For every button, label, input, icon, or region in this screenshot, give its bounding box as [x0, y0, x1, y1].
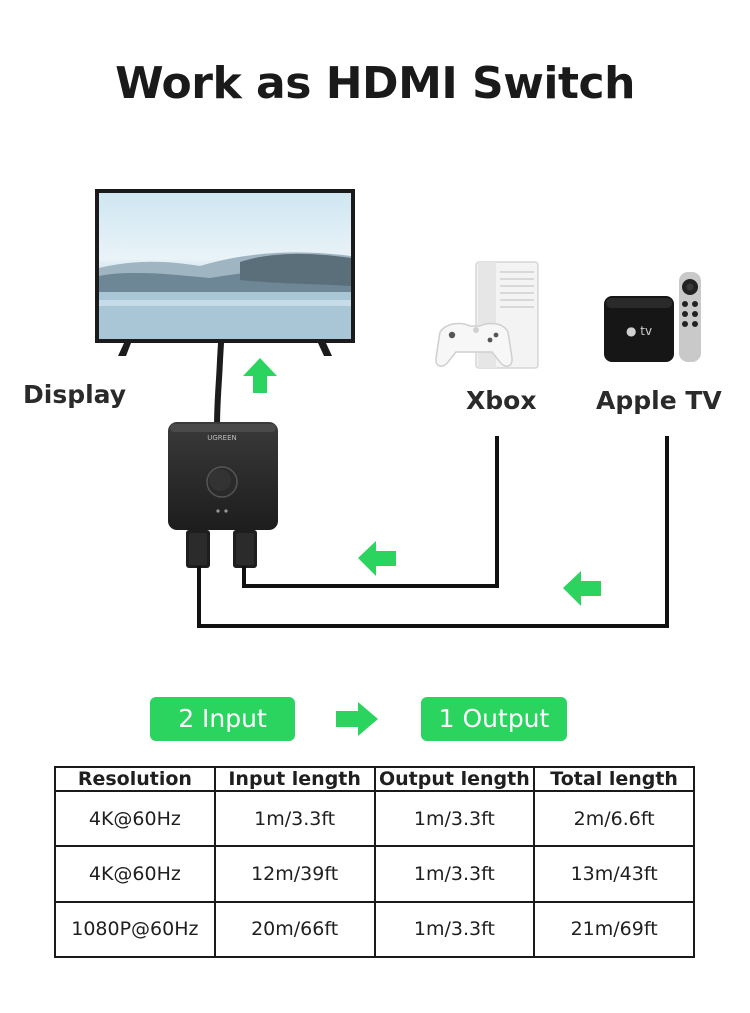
- cell-total-length: 21m/69ft: [533, 900, 695, 959]
- header-resolution: Resolution: [54, 766, 216, 792]
- header-input-length: Input length: [213, 766, 376, 792]
- apple-tv-label: Apple TV: [596, 386, 722, 415]
- cell-resolution: 4K@60Hz: [54, 845, 216, 903]
- cell-resolution: 1080P@60Hz: [54, 900, 216, 959]
- cell-output-length: 1m/3.3ft: [373, 900, 536, 959]
- svg-text:● tv: ● tv: [626, 324, 652, 338]
- hdmi-switch-icon: UGREEN: [168, 422, 278, 568]
- arrow-left-icon: [358, 541, 396, 576]
- cell-resolution: 4K@60Hz: [54, 789, 216, 848]
- cell-input-length: 1m/3.3ft: [213, 789, 376, 848]
- svg-text:UGREEN: UGREEN: [207, 434, 237, 442]
- apple-tv-icon: ● tv: [604, 272, 701, 362]
- page-title: Work as HDMI Switch: [115, 58, 635, 109]
- header-total-length: Total length: [533, 766, 695, 792]
- tv-display-icon: [95, 189, 355, 356]
- cell-output-length: 1m/3.3ft: [373, 789, 536, 848]
- table-row: 1080P@60Hz 20m/66ft 1m/3.3ft 21m/69ft: [54, 900, 695, 959]
- apple-tv-cable: [197, 436, 669, 628]
- cell-total-length: 13m/43ft: [533, 845, 695, 903]
- output-count-badge: 1 Output: [421, 697, 567, 741]
- xbox-icon: [435, 261, 539, 369]
- table-row: 4K@60Hz 12m/39ft 1m/3.3ft 13m/43ft: [54, 845, 695, 903]
- display-label: Display: [23, 380, 127, 409]
- xbox-label: Xbox: [466, 386, 537, 415]
- cell-output-length: 1m/3.3ft: [373, 845, 536, 903]
- arrow-up-icon: [243, 358, 277, 393]
- spec-table: Resolution Input length Output length To…: [54, 766, 695, 959]
- table-header-row: Resolution Input length Output length To…: [54, 766, 695, 792]
- header-output-length: Output length: [373, 766, 536, 792]
- xbox-cable: [242, 436, 499, 588]
- cell-input-length: 12m/39ft: [213, 845, 376, 903]
- arrow-right-icon: [336, 702, 378, 736]
- cell-input-length: 20m/66ft: [213, 900, 376, 959]
- hdmi-output-cable: [214, 340, 224, 431]
- table-row: 4K@60Hz 1m/3.3ft 1m/3.3ft 2m/6.6ft: [54, 789, 695, 848]
- cell-total-length: 2m/6.6ft: [533, 789, 695, 848]
- input-count-badge: 2 Input: [150, 697, 295, 741]
- arrow-left-icon: [563, 571, 601, 606]
